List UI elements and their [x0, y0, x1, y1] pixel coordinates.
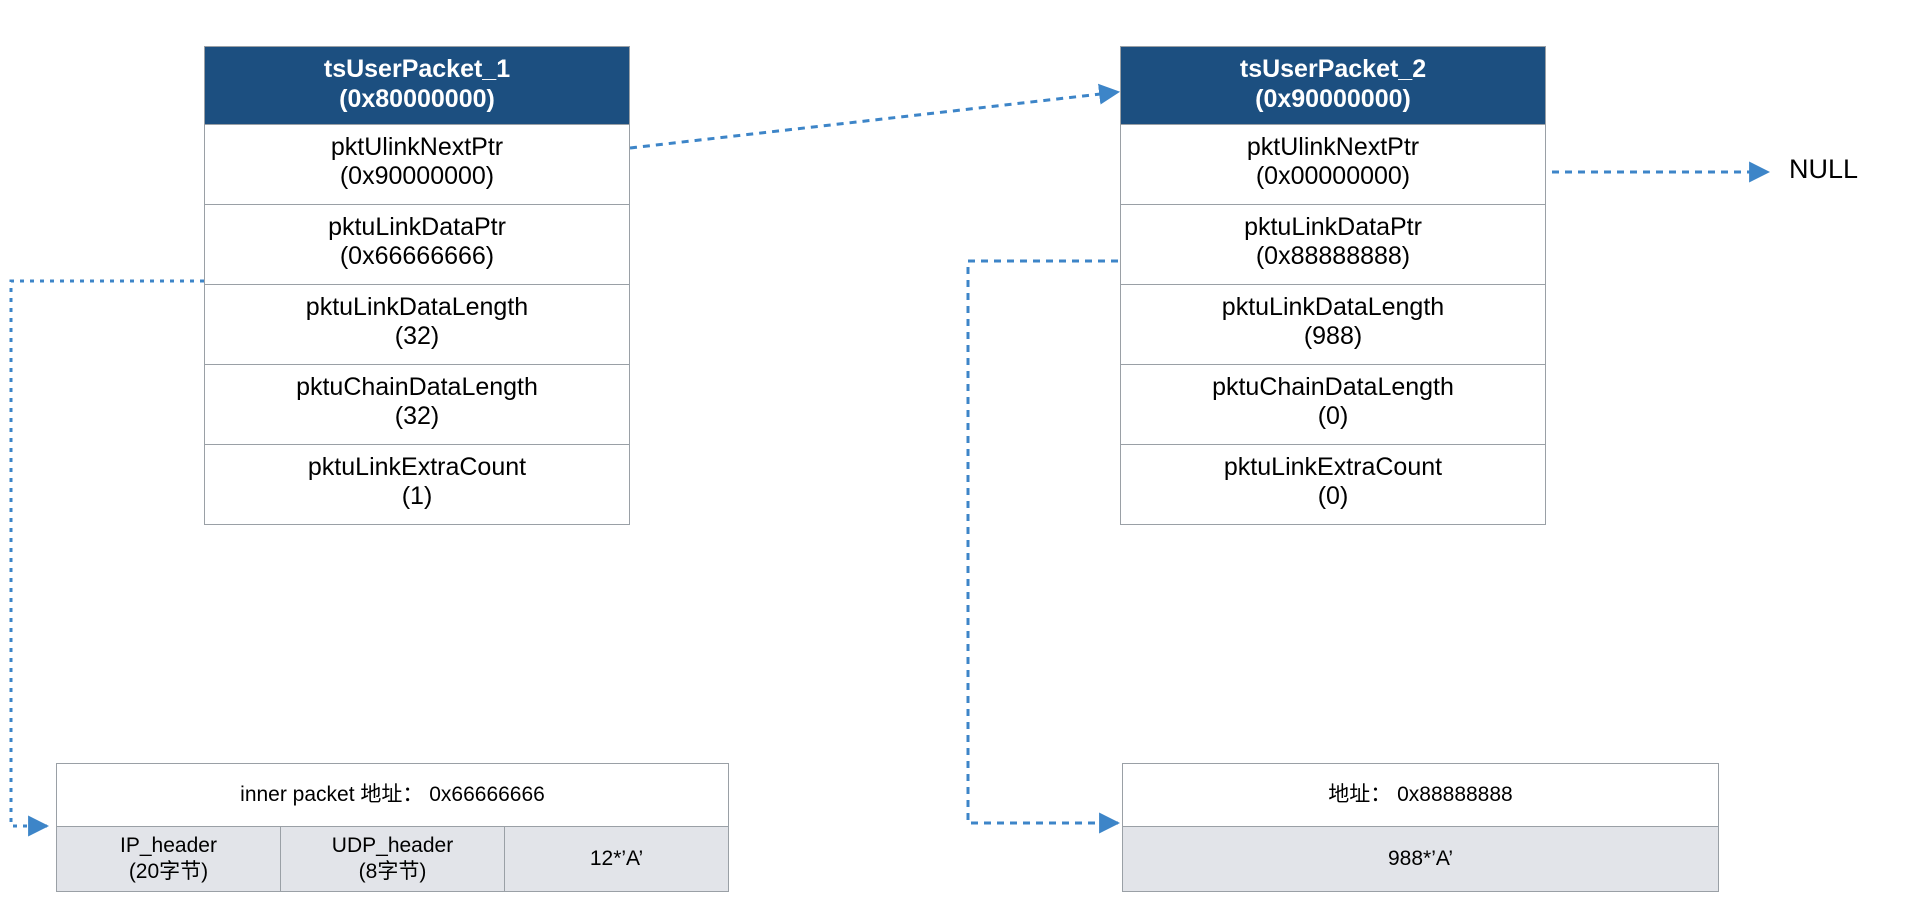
struct-field-row: pktuChainDataLength (32): [205, 364, 629, 444]
field-label: pktUlinkNextPtr: [1246, 133, 1420, 161]
field-value: (0x88888888): [1255, 242, 1411, 270]
struct-header-packet2: tsUserPacket_2 (0x90000000): [1121, 47, 1545, 124]
memory-cell: 12*’A’: [504, 827, 728, 891]
struct-table-packet1: tsUserPacket_1 (0x80000000) pktUlinkNext…: [204, 46, 630, 525]
field-label: pktuLinkExtraCount: [1223, 453, 1443, 481]
field-value-highlight: 32: [403, 402, 431, 430]
field-label: pktuLinkExtraCount: [307, 453, 527, 481]
arrow-next-ptr-p1-to-p2: [629, 83, 1121, 150]
struct-field-row: pktuChainDataLength (0): [1121, 364, 1545, 444]
struct-field-row: pktUlinkNextPtr (0x90000000): [205, 124, 629, 204]
struct-table-packet2: tsUserPacket_2 (0x90000000) pktUlinkNext…: [1120, 46, 1546, 525]
memory-cell-name: IP_header: [120, 834, 217, 858]
field-label: pktuLinkDataPtr: [1244, 213, 1422, 241]
field-value-highlight: 32: [403, 322, 431, 350]
struct-name: tsUserPacket_1: [323, 55, 511, 83]
field-value: (32): [394, 402, 440, 430]
memory-cell: 988*’A’: [1123, 827, 1718, 891]
memory-cell: UDP_header (8字节): [280, 827, 504, 891]
memory-field-row: IP_header (20字节) UDP_header (8字节) 12*’A’: [57, 826, 728, 891]
field-value: (0): [1317, 482, 1349, 510]
memory-block-inner-packet-1: inner packet 地址： 0x66666666 IP_header (2…: [56, 763, 729, 892]
field-value: (32): [394, 322, 440, 350]
struct-field-row: pktuLinkExtraCount (0): [1121, 444, 1545, 524]
struct-header-packet1: tsUserPacket_1 (0x80000000): [205, 47, 629, 124]
memory-cell-name: 12*’A’: [589, 847, 644, 871]
memory-cell-size: (20字节): [128, 860, 209, 883]
struct-name: tsUserPacket_2: [1239, 55, 1427, 83]
field-value: (0x66666666): [339, 242, 495, 270]
struct-address: (0x80000000): [339, 84, 495, 113]
arrow-data-ptr-p2-to-mem2: [966, 259, 1121, 834]
memory-address-label: inner packet 地址： 0x66666666: [240, 783, 545, 806]
struct-field-row: pktuLinkExtraCount (1): [205, 444, 629, 524]
field-value: (1): [401, 482, 433, 510]
struct-field-row: pktUlinkNextPtr (0x00000000): [1121, 124, 1545, 204]
field-label: pktuChainDataLength: [1212, 373, 1454, 401]
memory-cell-name: UDP_header: [331, 834, 454, 858]
field-label: pktuLinkDataPtr: [328, 213, 506, 241]
memory-field-row: 988*’A’: [1123, 826, 1718, 891]
field-value: (0x00000000): [1255, 162, 1411, 190]
memory-cell-size: (8字节): [358, 860, 427, 883]
null-label: NULL: [1789, 154, 1859, 184]
struct-field-row: pktuLinkDataPtr (0x66666666): [205, 204, 629, 284]
struct-address: (0x90000000): [1255, 84, 1411, 113]
field-value: (0x90000000): [339, 162, 495, 190]
struct-field-row: pktuLinkDataLength (988): [1121, 284, 1545, 364]
field-value: (988): [1303, 322, 1363, 350]
memory-block-inner-packet-2: 地址： 0x88888888 988*’A’: [1122, 763, 1719, 892]
memory-cell-name: 988*’A’: [1388, 847, 1453, 871]
field-label: pktUlinkNextPtr: [330, 133, 504, 161]
field-label: pktuLinkDataLength: [305, 293, 529, 321]
memory-cell: IP_header (20字节): [57, 827, 280, 891]
field-label: pktuChainDataLength: [296, 373, 538, 401]
struct-field-row: pktuLinkDataPtr (0x88888888): [1121, 204, 1545, 284]
field-label: pktuLinkDataLength: [1221, 293, 1445, 321]
field-value: (0): [1317, 402, 1349, 430]
arrow-data-ptr-p1-to-mem1: [9, 279, 204, 837]
struct-field-row: pktuLinkDataLength (32): [205, 284, 629, 364]
memory-address-label: 地址： 0x88888888: [1328, 783, 1513, 806]
